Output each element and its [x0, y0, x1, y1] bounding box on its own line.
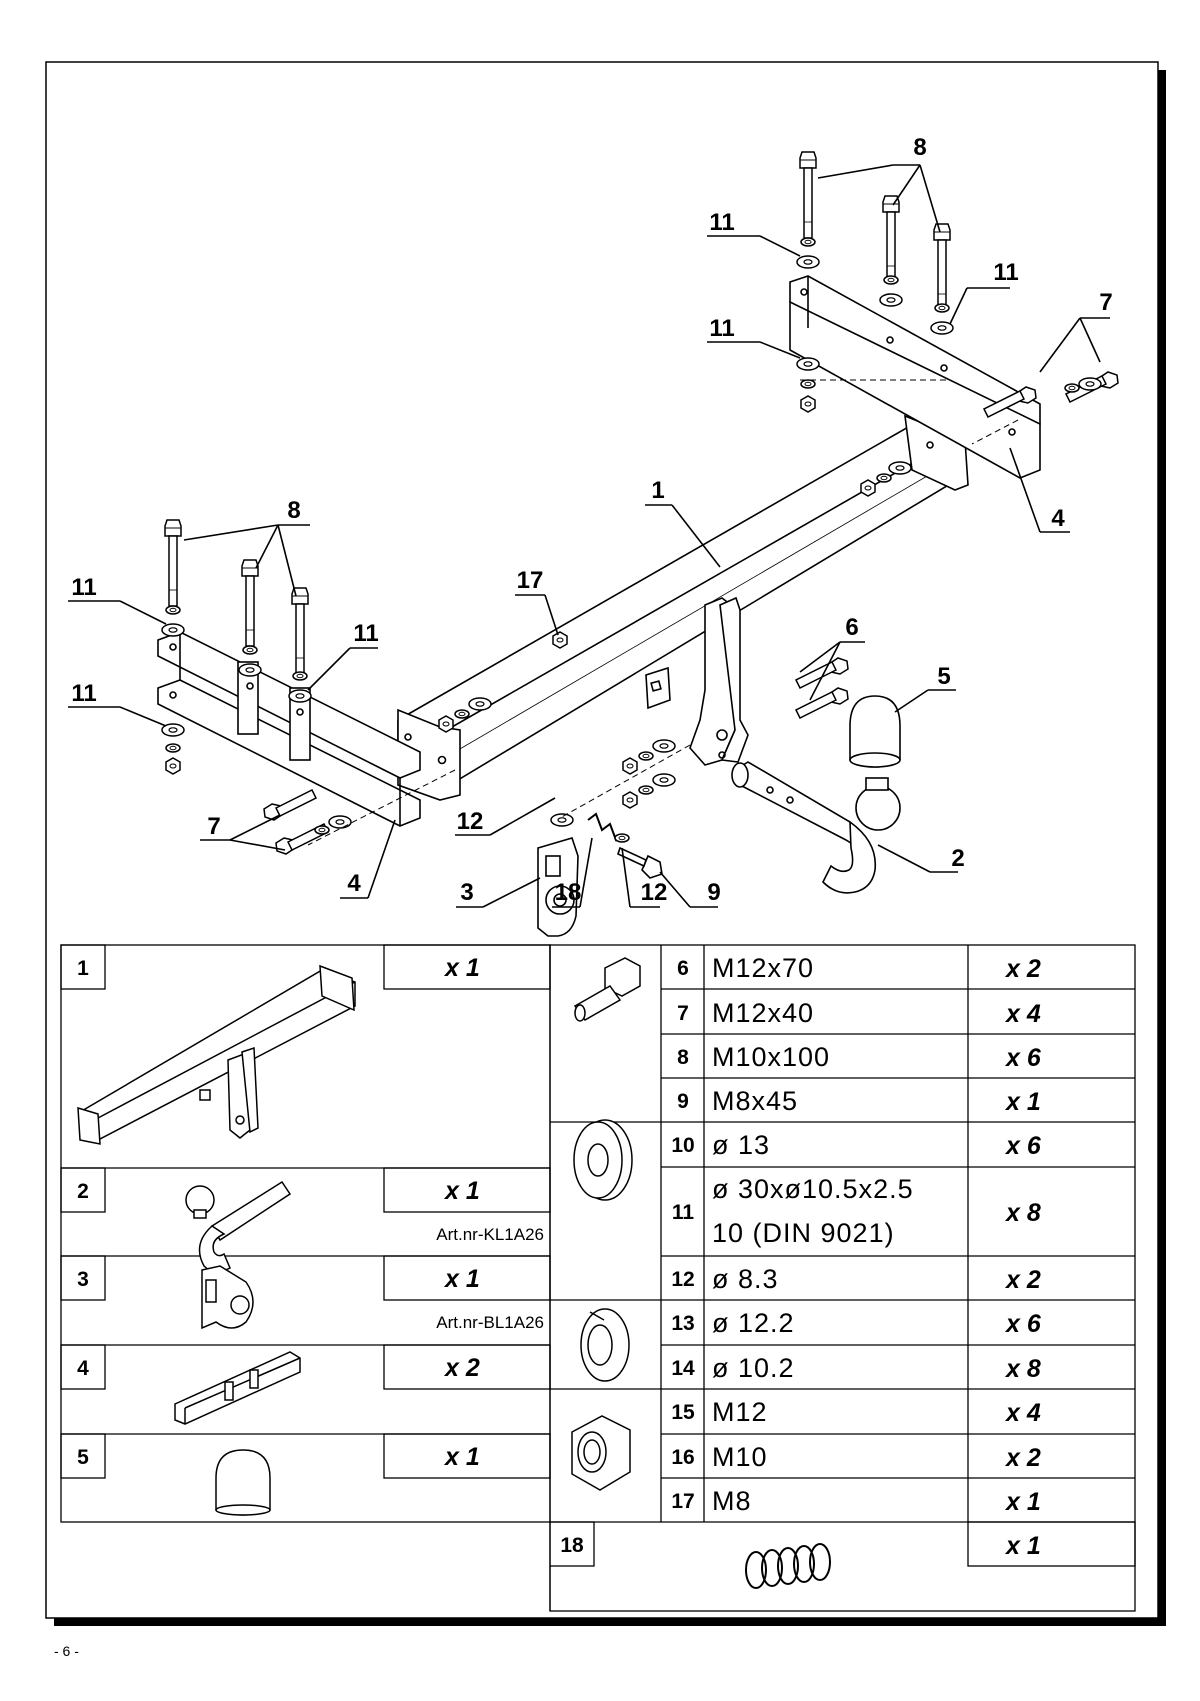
hw-number-10: 10 [671, 1134, 694, 1157]
hw-spec-8: M10x100 [712, 1042, 830, 1072]
article-number-3: Art.nr-BL1A26 [436, 1313, 544, 1332]
callout-9: 9 [707, 879, 720, 906]
callout-11-right-mid: 11 [993, 259, 1018, 286]
hw-qty-12: x 2 [1004, 1266, 1041, 1294]
towbar-crossbar [397, 414, 969, 801]
hw-number-8: 8 [677, 1046, 689, 1069]
leader-lines [68, 164, 1110, 908]
bolt-9 [617, 846, 663, 879]
part-number-2: 2 [77, 1180, 89, 1203]
callout-11-left-top: 11 [71, 574, 96, 601]
callout-17: 17 [517, 567, 544, 594]
hw-number-13: 13 [671, 1312, 694, 1335]
part-number-18: 18 [560, 1534, 584, 1557]
hw-number-9: 9 [677, 1090, 689, 1113]
hw-qty-10: x 6 [1004, 1132, 1042, 1160]
hw-qty-7: x 4 [1004, 1000, 1041, 1028]
callout-1: 1 [651, 477, 664, 504]
ball-cap-icon [215, 1449, 271, 1516]
hw-spec-6: M12x70 [712, 953, 814, 983]
part-number-5: 5 [77, 1446, 89, 1469]
side-bracket-icon [174, 1351, 301, 1425]
hw-number-12: 12 [671, 1268, 694, 1291]
callout-7-right: 7 [1099, 289, 1112, 316]
spring-washer-icon [580, 1308, 630, 1382]
hw-qty-17: x 1 [1004, 1488, 1041, 1516]
hw-spec-13: ø 12.2 [712, 1308, 795, 1338]
washer-icon [573, 1119, 633, 1201]
left-side-bracket [157, 631, 421, 827]
qty-part-2: x 1 [443, 1177, 480, 1205]
callout-12-top: 12 [457, 808, 484, 835]
hex-nut-icon [571, 1415, 631, 1491]
hw-spec-11: ø 30xø10.5x2.5 [712, 1174, 914, 1204]
towball-neck [731, 761, 901, 894]
hw-qty-9: x 1 [1004, 1088, 1041, 1116]
qty-part-4: x 2 [443, 1354, 480, 1382]
hw-spec-15: M12 [712, 1397, 768, 1427]
callout-11-left-mid: 11 [353, 620, 378, 647]
callout-2: 2 [951, 845, 964, 872]
parts-list-text: 1 x 1 2 x 1 Art.nr-KL1A26 3 x 1 Art.nr-B… [77, 953, 1042, 1560]
hw-number-15: 15 [671, 1401, 695, 1424]
article-number-2: Art.nr-KL1A26 [436, 1225, 544, 1244]
callout-3: 3 [460, 879, 473, 906]
hw-spec-12: ø 8.3 [712, 1264, 779, 1294]
callout-6: 6 [845, 614, 858, 641]
hw-spec-10: ø 13 [712, 1130, 770, 1160]
hw-number-17: 17 [671, 1490, 694, 1513]
qty-part-3: x 1 [443, 1265, 480, 1293]
hw-qty-6: x 2 [1004, 955, 1041, 983]
callout-11-left-bottom: 11 [71, 680, 96, 707]
callout-8-left: 8 [287, 497, 300, 524]
towbar-icon [77, 964, 356, 1145]
hw-number-6: 6 [677, 957, 689, 980]
hw-number-7: 7 [677, 1002, 689, 1025]
hw-spec-9: M8x45 [712, 1086, 798, 1116]
hw-spec-11-line2: 10 (DIN 9021) [712, 1218, 895, 1248]
callout-11-right-top: 11 [709, 209, 734, 236]
part-number-4: 4 [77, 1357, 89, 1380]
callout-12-bottom: 12 [641, 879, 668, 906]
qty-part-1: x 1 [443, 954, 480, 982]
socket-plate [537, 837, 579, 937]
callout-18: 18 [555, 879, 582, 906]
callout-8-right: 8 [913, 134, 926, 161]
callout-4-left: 4 [347, 870, 361, 897]
callout-5: 5 [937, 663, 950, 690]
hw-qty-13: x 6 [1004, 1310, 1042, 1338]
hw-qty-8: x 6 [1004, 1044, 1042, 1072]
hw-spec-14: ø 10.2 [712, 1353, 795, 1383]
hw-number-14: 14 [671, 1357, 695, 1380]
hw-number-16: 16 [671, 1446, 694, 1469]
page-number: - 6 - [54, 1643, 79, 1659]
spring-icon [745, 1543, 831, 1589]
hw-spec-16: M10 [712, 1442, 768, 1472]
bolt-icon [573, 957, 641, 1022]
socket-plate-icon [201, 1265, 254, 1330]
part-number-1: 1 [77, 957, 89, 980]
hw-qty-14: x 8 [1004, 1355, 1041, 1383]
callout-4-right: 4 [1051, 505, 1065, 532]
part-number-3: 3 [77, 1268, 89, 1291]
hw-number-11: 11 [672, 1201, 695, 1224]
ball-cap [849, 695, 901, 768]
callout-labels: 8 11 11 7 11 4 1 8 11 17 11 6 11 5 7 12 … [71, 134, 1112, 906]
hw-qty-16: x 2 [1004, 1444, 1041, 1472]
hw-qty-15: x 4 [1004, 1399, 1041, 1427]
parts-list-table [60, 944, 1136, 1612]
exploded-assembly-diagram [157, 151, 1119, 937]
qty-part-18: x 1 [1004, 1532, 1041, 1560]
towball-icon [185, 1180, 292, 1273]
hw-qty-11: x 8 [1004, 1199, 1041, 1227]
hw-spec-7: M12x40 [712, 998, 814, 1028]
callout-7-left: 7 [207, 813, 220, 840]
callout-11-right-bottom: 11 [709, 315, 734, 342]
hw-spec-17: M8 [712, 1486, 752, 1516]
qty-part-5: x 1 [443, 1443, 480, 1471]
